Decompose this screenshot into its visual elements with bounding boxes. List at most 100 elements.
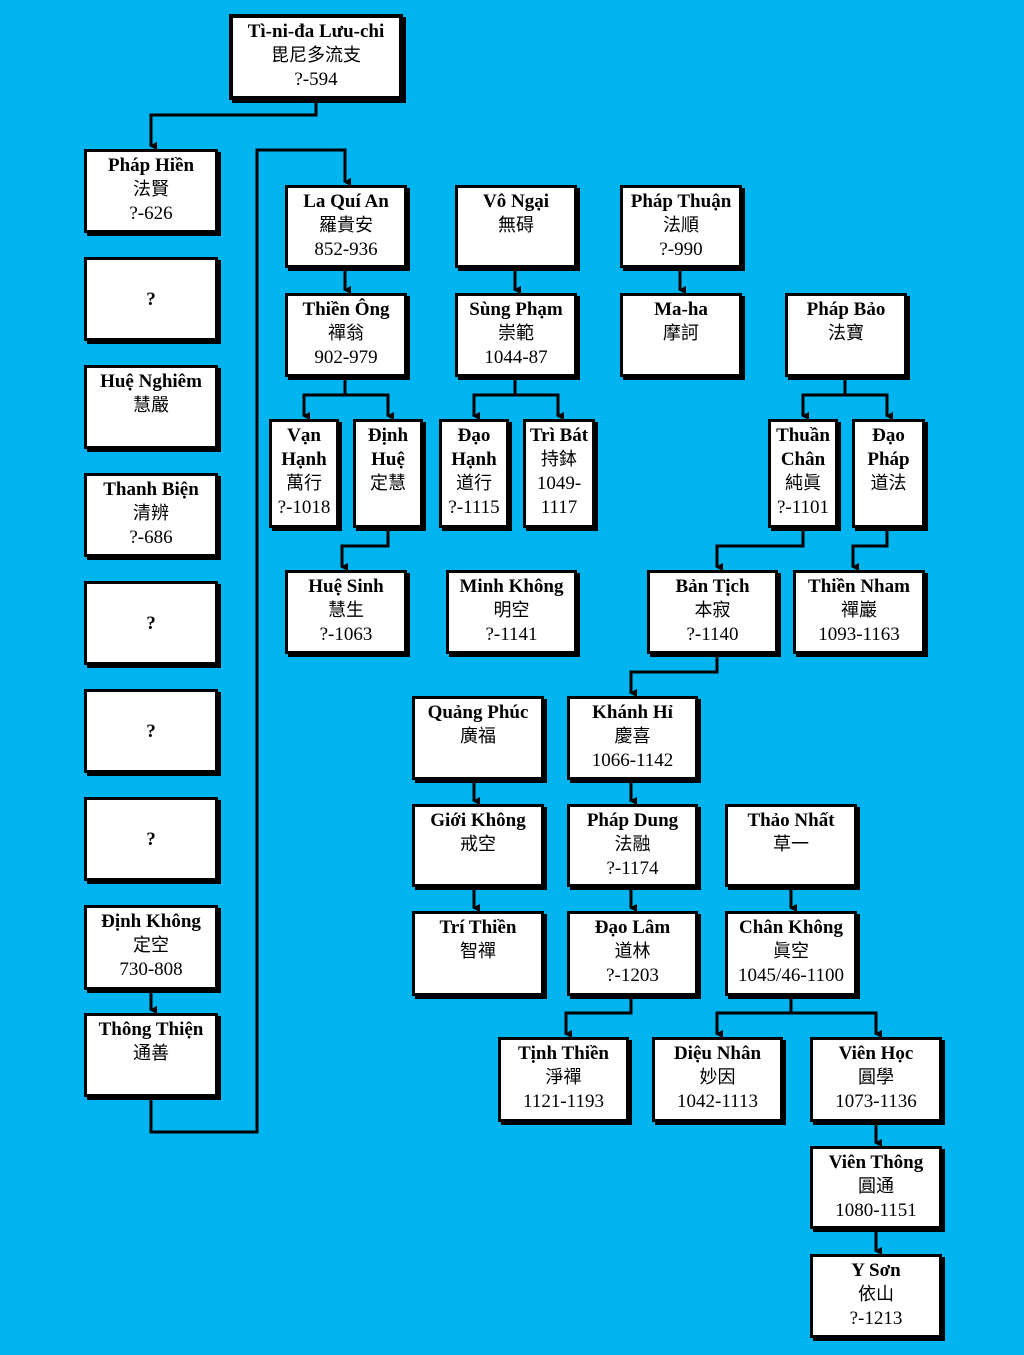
node-vien-hoc: Viên Học 圓學 1073-1136 <box>810 1037 942 1122</box>
node-hanzi: 定慧 <box>370 473 406 494</box>
edge-chan-khong-vien-hoc <box>791 1011 882 1038</box>
node-hanzi: 廣福 <box>460 726 496 747</box>
node-thong-thien: Thông Thiện 通善 <box>84 1013 218 1097</box>
node-name: Thiền Nham <box>808 576 910 597</box>
node-name: Pháp Bảo <box>806 299 886 320</box>
node-name: ? <box>146 721 156 742</box>
node-hanzi: 戒空 <box>460 834 496 855</box>
node-phap-hien: Pháp Hiền 法賢 ?-626 <box>84 149 218 233</box>
edge-root-phap-hien <box>149 100 318 150</box>
edge-sung-pham-dao-hanh <box>472 377 517 420</box>
node-dates: ?-1140 <box>686 624 739 645</box>
node-hanzi: 智禪 <box>460 941 496 962</box>
node-dinh-khong: Định Không 定空 730-808 <box>84 905 218 990</box>
node-name: Pháp Hiền <box>107 155 195 176</box>
node-name: Trì Bát <box>529 425 589 446</box>
node-phap-thuan: Pháp Thuận 法順 ?-990 <box>620 185 742 268</box>
node-name: Diệu Nhân <box>673 1043 762 1064</box>
node-ban-tich: Bản Tịch 本寂 ?-1140 <box>647 570 778 654</box>
node-dates: 1044-87 <box>484 347 548 368</box>
node-y-son: Y Sơn 依山 ?-1213 <box>810 1254 942 1338</box>
node-hanzi: 慧生 <box>328 600 364 621</box>
edge-phap-bao-dao-phap <box>845 393 893 420</box>
node-hanzi: 通善 <box>133 1043 169 1064</box>
node-dates: ?-1063 <box>319 624 373 645</box>
node-dates: ?-990 <box>659 239 703 260</box>
node-name: Pháp Dung <box>586 810 679 831</box>
node-name-line-2: Pháp <box>867 449 910 470</box>
node-khanh-hi: Khánh Hỉ 慶喜 1066-1142 <box>567 696 698 780</box>
node-gioi-khong: Giới Không 戒空 <box>412 804 544 887</box>
node-thien-ong: Thiền Ông 禪翁 902-979 <box>285 293 407 377</box>
node-vien-thong: Viên Thông 圓通 1080-1151 <box>810 1146 942 1229</box>
node-dao-hanh: Đạo Hạnh 道行 ?-1115 <box>439 419 509 528</box>
node-dinh-hue: Định Huệ 定慧 <box>353 419 423 528</box>
node-name-line-2: Chân <box>780 449 826 470</box>
node-dao-phap: Đạo Pháp 道法 <box>852 419 925 528</box>
node-dates: 1045/46-1100 <box>738 965 844 986</box>
node-hanzi: 圓通 <box>858 1176 894 1197</box>
node-sung-pham: Sùng Phạm 崇範 1044-87 <box>455 293 577 377</box>
node-name: Quảng Phúc <box>427 702 529 723</box>
node-name-line-2: Hạnh <box>451 449 497 470</box>
node-chan-khong: Chân Không 眞空 1045/46-1100 <box>725 911 857 996</box>
node-name: Viên Học <box>838 1043 914 1064</box>
node-phap-bao: Pháp Bảo 法寶 <box>785 293 907 377</box>
node-van-hanh: Vạn Hạnh 萬行 ?-1018 <box>269 419 339 528</box>
node-dates: ?-1018 <box>277 497 331 518</box>
node-name: Khánh Hỉ <box>592 702 673 723</box>
node-ti-ni-da-luu-chi: Tì-ni-đa Lưu-chi 毘尼多流支 ?-594 <box>229 14 403 100</box>
node-thao-nhat: Thảo Nhất 草一 <box>725 804 857 887</box>
node-dates: ?-1141 <box>485 624 538 645</box>
node-hanzi: 草一 <box>773 834 809 855</box>
node-hanzi: 本寂 <box>694 600 731 621</box>
node-hanzi: 羅貴安 <box>319 215 373 236</box>
node-dates: 902-979 <box>314 347 378 368</box>
node-name: ? <box>146 613 156 634</box>
node-name: Chân Không <box>738 917 844 938</box>
node-hanzi: 摩訶 <box>663 323 699 344</box>
edge-thien-ong-dinh-hue <box>345 393 394 420</box>
node-vo-ngai: Vô Ngại 無碍 <box>455 185 577 268</box>
node-dates: ?-626 <box>129 203 173 224</box>
node-dates: ?-1115 <box>448 497 500 518</box>
node-hanzi: 持鉢 <box>541 449 577 470</box>
node-name: Định Không <box>101 911 201 932</box>
edge-thuan-chan-ban-tich <box>715 528 805 571</box>
node-dates-line-1: 1049- <box>536 473 582 494</box>
node-thanh-bien: Thanh Biện 清辨 ?-686 <box>84 473 218 557</box>
node-name: ? <box>146 829 156 850</box>
edge-dinh-hue-hue-sinh <box>340 528 390 571</box>
node-dates-line-2: 1117 <box>540 497 578 518</box>
node-hanzi: 明空 <box>493 600 530 621</box>
node-dates: ?-686 <box>129 527 173 548</box>
node-unknown-1: ? <box>84 257 218 341</box>
node-hanzi: 法融 <box>614 834 651 855</box>
node-thuan-chan: Thuần Chân 純眞 ?-1101 <box>768 419 838 528</box>
node-name-line-2: Huệ <box>371 449 405 470</box>
node-dates: 1073-1136 <box>835 1091 917 1112</box>
node-hanzi: 禪翁 <box>328 323 364 344</box>
node-hanzi: 法順 <box>663 215 699 236</box>
edge-ban-tich-khanh-hi <box>629 654 719 697</box>
node-tinh-thien: Tịnh Thiền 淨禪 1121-1193 <box>498 1037 629 1122</box>
node-hanzi: 眞空 <box>773 941 809 962</box>
node-name: Tịnh Thiền <box>517 1043 609 1064</box>
node-name: Thanh Biện <box>103 479 199 500</box>
node-dates: 852-936 <box>314 239 378 260</box>
node-hanzi: 依山 <box>858 1284 894 1305</box>
node-hue-nghiem: Huệ Nghiêm 慧嚴 <box>84 365 218 449</box>
node-hanzi: 定空 <box>133 935 169 956</box>
node-name: Y Sơn <box>851 1260 901 1281</box>
node-dao-lam: Đạo Lâm 道林 ?-1203 <box>567 911 698 996</box>
node-name: Vô Ngại <box>483 191 549 212</box>
node-thien-nham: Thiền Nham 禪巖 1093-1163 <box>793 570 925 654</box>
node-hanzi: 毘尼多流支 <box>271 45 361 66</box>
edge-phap-bao-thuan-chan <box>801 377 847 420</box>
node-name: La Quí An <box>303 191 389 212</box>
node-quang-phuc: Quảng Phúc 廣福 <box>412 696 544 780</box>
node-name: Ma-ha <box>654 299 708 320</box>
node-dates: 1093-1163 <box>818 624 900 645</box>
node-name: Bản Tịch <box>675 576 750 597</box>
edge-chan-khong-dieu-nhan <box>715 996 793 1038</box>
